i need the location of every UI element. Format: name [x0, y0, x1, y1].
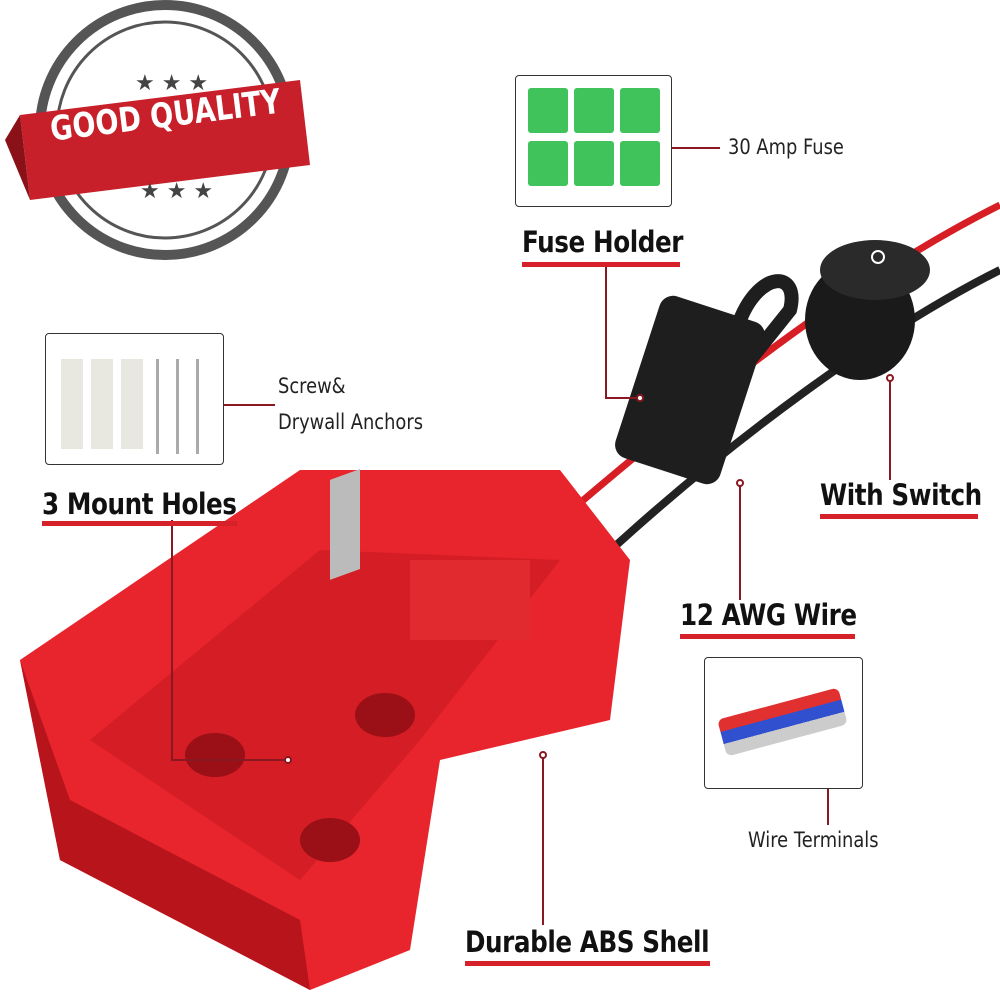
screws-inset: [45, 333, 224, 465]
fuse-icon: [528, 88, 568, 133]
wire-terminal-icon: [717, 687, 848, 757]
rocker-switch: [805, 240, 930, 380]
screws-label-1: Screw&: [278, 374, 346, 398]
mount-holes-label: 3 Mount Holes: [42, 487, 237, 521]
mount-hole: [300, 818, 360, 862]
underline: [465, 961, 710, 966]
mount-hole: [185, 733, 245, 777]
terminals-inset: [704, 657, 863, 789]
underline: [522, 262, 680, 267]
switch-label: With Switch: [820, 478, 982, 512]
fuse-inset: [515, 75, 672, 207]
stars-icon: ★ ★ ★: [140, 179, 213, 204]
fuse-icon: [620, 88, 660, 133]
screws-label-2: Drywall Anchors: [278, 410, 423, 434]
terminals-label: Wire Terminals: [748, 828, 879, 852]
anchors-icon: [61, 359, 151, 449]
fuse-holder: [615, 274, 799, 485]
screws-icon: [156, 359, 211, 454]
fuse-icon: [574, 141, 614, 186]
callout-lines: [171, 147, 891, 925]
fuse-label: 30 Amp Fuse: [728, 135, 844, 159]
underline: [680, 634, 855, 639]
metal-contact: [330, 468, 360, 580]
stars-icon: ★ ★ ★: [135, 71, 208, 96]
shell-label: Durable ABS Shell: [465, 925, 710, 959]
wire-label: 12 AWG Wire: [680, 598, 857, 632]
fuse-icon: [620, 141, 660, 186]
fuse-icon: [528, 141, 568, 186]
abs-shell: [20, 468, 630, 990]
fuse-icon: [574, 88, 614, 133]
red-wire: [557, 201, 1000, 523]
quality-badge: ★ ★ ★ ★ ★ ★: [5, 0, 310, 260]
underline: [820, 514, 978, 519]
fuse-holder-label: Fuse Holder: [522, 225, 683, 259]
black-wire: [597, 266, 1000, 563]
underline: [42, 521, 237, 526]
mount-hole: [355, 693, 415, 737]
